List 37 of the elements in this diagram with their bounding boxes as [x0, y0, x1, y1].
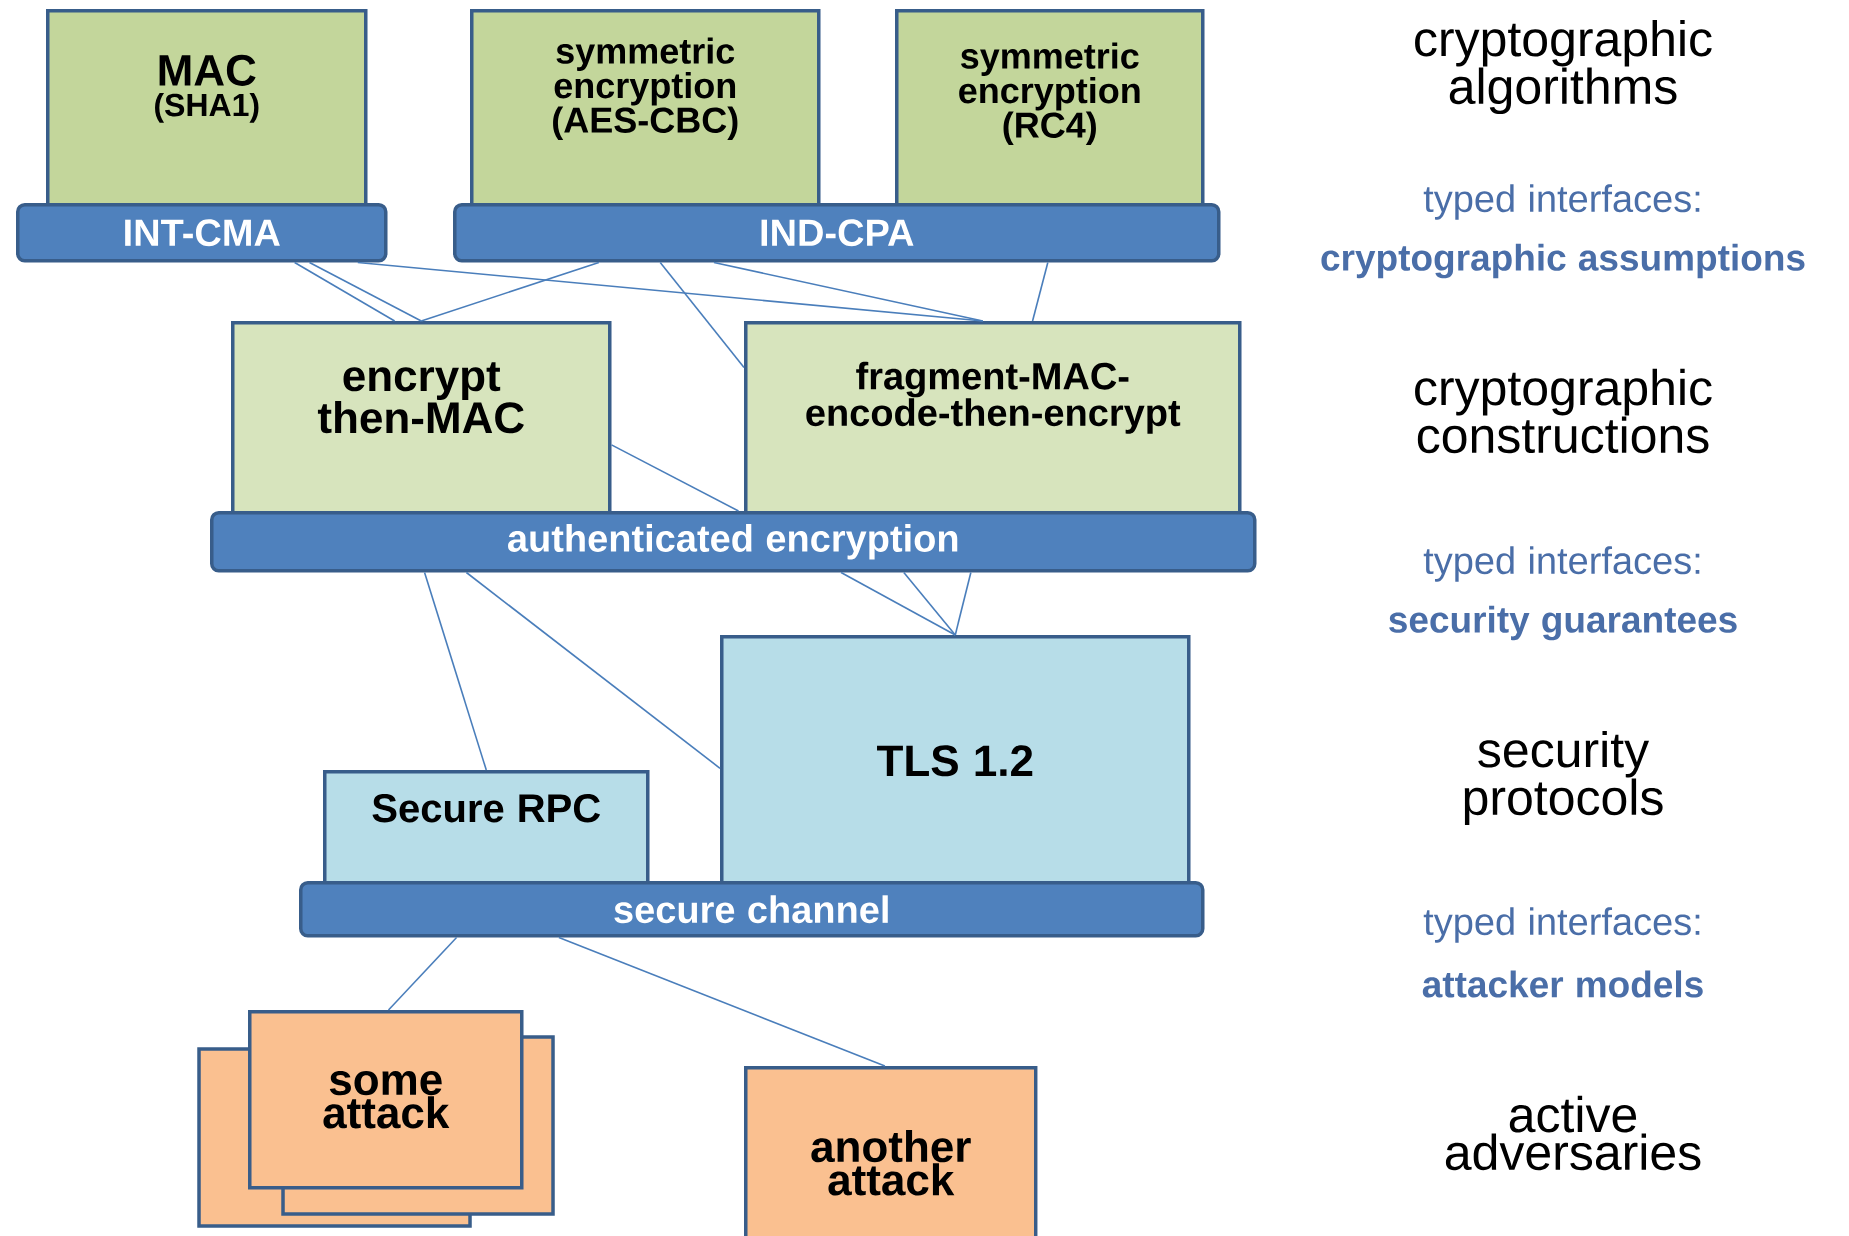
connector-line [1031, 261, 1049, 322]
connector-line [840, 571, 957, 636]
layer-label: attacker models [1422, 970, 1703, 998]
connector-line [954, 571, 972, 636]
interface-bar: authenticated encryption [210, 511, 1257, 573]
layer-label: security protocols [1464, 730, 1663, 826]
connector-line [610, 444, 740, 512]
algorithm-box: symmetric encryption (AES-CBC) [470, 9, 821, 209]
connector-line [423, 571, 488, 771]
interface-bar: secure channel [299, 881, 1205, 938]
construction-box: fragment-MAC-encode-then-encrypt [744, 321, 1242, 515]
connector-line [713, 261, 984, 322]
interface-bar: INT-CMA [16, 203, 388, 263]
layer-label: cryptographic assumptions [1321, 243, 1805, 279]
layer-label: typed interfaces: [1423, 907, 1700, 943]
connector-line [659, 261, 745, 369]
layer-label: cryptographic algorithms [1415, 19, 1712, 115]
connector-line [903, 571, 957, 636]
connector-line [293, 261, 396, 322]
attack-box: another attack [744, 1066, 1038, 1236]
protocol-box: TLS 1.2 [720, 635, 1191, 887]
connector-line [558, 936, 886, 1067]
layer-label: active adversaries [1445, 1095, 1701, 1171]
connector-line [357, 261, 984, 322]
connector-line [465, 571, 721, 770]
layer-label: typed interfaces: [1423, 184, 1700, 220]
layer-label: cryptographic constructions [1415, 368, 1712, 454]
layer-label: security guarantees [1389, 605, 1737, 641]
construction-box: encrypt then-MAC [231, 321, 612, 515]
connector-line [420, 261, 600, 322]
algorithm-box: symmetric encryption (RC4) [895, 9, 1205, 209]
interface-bar: IND-CPA [453, 203, 1221, 263]
connector-line [308, 261, 423, 322]
connector-line [387, 936, 458, 1011]
layer-label: typed interfaces: [1423, 546, 1700, 582]
protocol-box: Secure RPC [323, 770, 650, 887]
algorithm-box: MAC (SHA1) [46, 9, 368, 209]
